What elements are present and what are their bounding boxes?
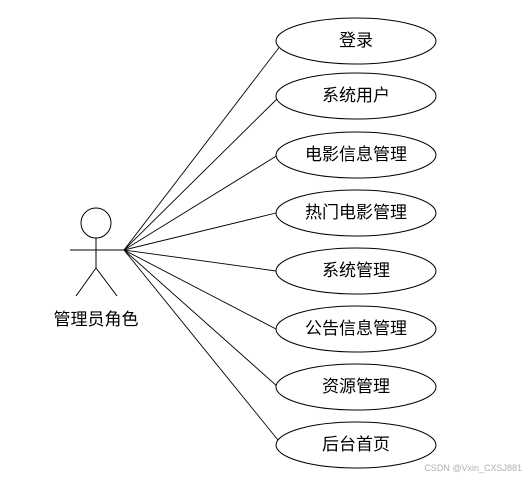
use-case-ellipse[interactable] xyxy=(275,72,437,120)
use-case-label: 登录 xyxy=(339,31,373,51)
actor-leg-right xyxy=(95,267,118,297)
use-case-label: 系统用户 xyxy=(322,86,390,106)
association-line xyxy=(123,212,277,251)
association-line xyxy=(123,249,277,330)
use-case-system-users[interactable]: 系统用户 xyxy=(275,72,437,120)
use-case-ellipse[interactable] xyxy=(275,189,437,237)
actor-head xyxy=(80,207,112,239)
use-case-ellipse[interactable] xyxy=(275,131,437,179)
use-case-announcement-management[interactable]: 公告信息管理 xyxy=(275,305,437,353)
watermark: CSDN @Vxin_CXSJ881 xyxy=(424,463,522,473)
actor-label: 管理员角色 xyxy=(54,310,139,330)
use-case-movie-info-management[interactable]: 电影信息管理 xyxy=(275,131,437,179)
use-case-label: 热门电影管理 xyxy=(305,203,407,223)
use-case-label: 公告信息管理 xyxy=(305,319,407,339)
actor-figure xyxy=(70,207,124,297)
use-case-label: 资源管理 xyxy=(322,377,390,397)
use-case-ellipse[interactable] xyxy=(275,17,437,65)
use-case-ellipse[interactable] xyxy=(275,421,437,469)
use-case-system-management[interactable]: 系统管理 xyxy=(275,247,437,295)
use-case-admin-home[interactable]: 后台首页 xyxy=(275,421,437,469)
association-line xyxy=(123,154,279,251)
association-line xyxy=(123,249,277,272)
association-line xyxy=(123,249,279,388)
use-case-label: 电影信息管理 xyxy=(305,145,407,165)
use-case-hot-movie-management[interactable]: 热门电影管理 xyxy=(275,189,437,237)
use-case-label: 系统管理 xyxy=(322,261,390,281)
use-case-login[interactable]: 登录 xyxy=(275,17,437,65)
association-line xyxy=(123,40,285,251)
use-case-ellipse[interactable] xyxy=(275,247,437,295)
use-case-ellipse[interactable] xyxy=(275,305,437,353)
use-case-resource-management[interactable]: 资源管理 xyxy=(275,363,437,411)
association-lines xyxy=(123,40,285,446)
use-case-ellipse[interactable] xyxy=(275,363,437,411)
association-line xyxy=(123,249,283,446)
actor-leg-left xyxy=(75,267,97,297)
association-line xyxy=(123,95,281,251)
use-case-label: 后台首页 xyxy=(322,435,390,455)
